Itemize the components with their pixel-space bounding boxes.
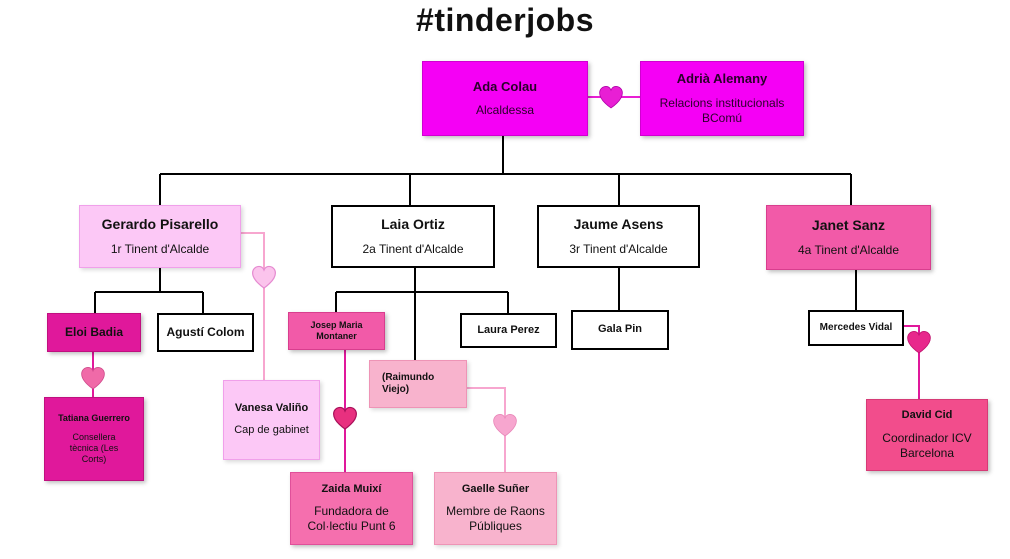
node-name: Laia Ortiz [381, 216, 445, 233]
heart-icon [599, 86, 623, 109]
node-jaume-asens: Jaume Asens 3r Tinent d'Alcalde [537, 205, 700, 268]
node-name: Laura Perez [477, 323, 540, 336]
node-name: Ada Colau [472, 78, 538, 94]
heart-icon [252, 265, 276, 289]
node-name: Janet Sanz [811, 217, 886, 234]
node-tatiana-guerrero: Tatiana Guerrero Consellera tècnica (Les… [44, 397, 144, 481]
node-role: Cap de gabinet [234, 424, 309, 436]
node-name: Mercedes Vidal [819, 321, 893, 333]
node-role: Fundadora de Col·lectiu Punt 6 [307, 504, 396, 534]
node-janet-sanz: Janet Sanz 4a Tinent d'Alcalde [766, 205, 931, 270]
node-role: Alcaldessa [475, 103, 535, 118]
node-role: Coordinador ICV Barcelona [882, 430, 972, 460]
node-vanesa-valino: Vanesa Valiño Cap de gabinet [223, 380, 320, 460]
node-name: David Cid [901, 409, 953, 422]
node-josep-maria-montaner: Josep Maria Montaner [288, 312, 385, 350]
node-name: Gaelle Suñer [461, 482, 530, 495]
node-david-cid: David Cid Coordinador ICV Barcelona [866, 399, 988, 471]
node-role: Consellera tècnica (Les Corts) [69, 431, 119, 465]
node-name: Gala Pin [597, 323, 643, 336]
heart-icon [493, 414, 517, 437]
page-title: #tinderjobs [416, 2, 594, 38]
node-role: Relacions institucionals BComú [659, 95, 785, 125]
heart-icon [81, 367, 105, 390]
node-name: Agustí Colom [166, 325, 245, 339]
node-name: Gerardo Pisarello [101, 216, 219, 233]
node-laura-perez: Laura Perez [460, 313, 557, 348]
node-laia-ortiz: Laia Ortiz 2a Tinent d'Alcalde [331, 205, 495, 268]
node-gaelle-suner: Gaelle Suñer Membre de Raons Públiques [434, 472, 557, 545]
heart-icon [907, 331, 931, 354]
node-name: Vanesa Valiño [234, 402, 309, 415]
node-name: Eloi Badia [64, 325, 123, 339]
node-name: Jaume Asens [573, 216, 664, 233]
node-name: (Raimundo Viejo) [382, 371, 435, 396]
node-role: 3r Tinent d'Alcalde [569, 241, 668, 256]
node-role: 1r Tinent d'Alcalde [110, 241, 210, 256]
node-raimundo-viejo: (Raimundo Viejo) [369, 360, 467, 408]
heart-icon [333, 406, 357, 430]
node-adria-alemany: Adrià Alemany Relacions institucionals B… [640, 61, 804, 136]
node-name: Adrià Alemany [676, 71, 768, 87]
node-gala-pin: Gala Pin [571, 310, 669, 350]
node-name: Josep Maria Montaner [310, 319, 363, 341]
node-zaida-muixi: Zaida Muixí Fundadora de Col·lectiu Punt… [290, 472, 413, 545]
node-role: 2a Tinent d'Alcalde [362, 241, 464, 256]
node-ada-colau: Ada Colau Alcaldessa [422, 61, 588, 136]
node-mercedes-vidal: Mercedes Vidal [808, 310, 904, 346]
node-eloi-badia: Eloi Badia [47, 313, 141, 352]
node-agusti-colom: Agustí Colom [157, 313, 254, 352]
node-role: Membre de Raons Públiques [446, 504, 545, 534]
node-name: Tatiana Guerrero [58, 412, 130, 423]
node-gerardo-pisarello: Gerardo Pisarello 1r Tinent d'Alcalde [79, 205, 241, 268]
node-name: Zaida Muixí [321, 482, 382, 495]
node-role: 4a Tinent d'Alcalde [797, 242, 900, 257]
